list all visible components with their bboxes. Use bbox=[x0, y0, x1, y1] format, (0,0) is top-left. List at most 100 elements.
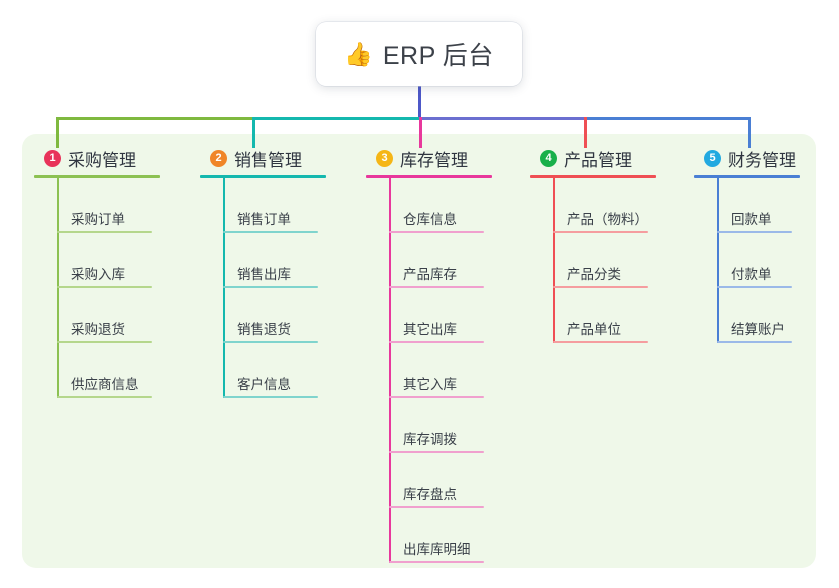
branch-title: 产品管理 bbox=[564, 150, 632, 170]
root-node-label: ERP 后台 bbox=[382, 42, 494, 70]
branch-item-rule bbox=[57, 286, 152, 288]
branch-item-list: 采购订单采购入库采购退货供应商信息 bbox=[34, 178, 184, 398]
branch-number-badge: 5 bbox=[704, 149, 721, 167]
branch-item-list: 产品（物料） 产品分类产品单位 bbox=[530, 178, 680, 343]
branch-item-label: 销售订单 bbox=[237, 212, 291, 227]
branch-column-1: 1 采购管理采购订单采购入库采购退货供应商信息 bbox=[34, 146, 184, 398]
branch-header-5[interactable]: 5 财务管理 bbox=[694, 146, 824, 170]
branch-column-3: 3 库存管理仓库信息产品库存其它出库其它入库库存调拨库存盘点出库库明细 bbox=[366, 146, 516, 563]
branch-item[interactable]: 采购入库 bbox=[34, 233, 184, 288]
branch-item-rule bbox=[553, 341, 648, 343]
branch-item-label: 产品分类 bbox=[567, 267, 621, 282]
branch-spine bbox=[223, 178, 225, 398]
branch-item-label: 库存调拨 bbox=[403, 432, 457, 447]
branch-header-rule bbox=[366, 175, 492, 178]
branch-number-badge: 3 bbox=[376, 149, 393, 167]
thumbs-up-icon: 👍 bbox=[344, 40, 373, 67]
branch-item-rule bbox=[717, 286, 792, 288]
branch-item-rule bbox=[389, 451, 484, 453]
branch-spine bbox=[57, 178, 59, 398]
branch-item[interactable]: 回款单 bbox=[694, 178, 824, 233]
branch-title: 采购管理 bbox=[68, 150, 136, 170]
branch-item-label: 产品（物料） bbox=[567, 212, 648, 227]
branch-item-list: 销售订单销售出库销售退货客户信息 bbox=[200, 178, 350, 398]
branch-item-rule bbox=[223, 341, 318, 343]
branch-item-rule bbox=[389, 341, 484, 343]
branch-item-label: 采购入库 bbox=[71, 267, 125, 282]
branch-column-2: 2 销售管理销售订单销售出库销售退货客户信息 bbox=[200, 146, 350, 398]
branch-item-list: 回款单付款单结算账户 bbox=[694, 178, 824, 343]
branch-item-label: 其它入库 bbox=[403, 377, 457, 392]
branch-item[interactable]: 供应商信息 bbox=[34, 343, 184, 398]
root-node[interactable]: 👍 ERP 后台 bbox=[316, 22, 522, 86]
branch-item-label: 采购订单 bbox=[71, 212, 125, 227]
branch-item[interactable]: 付款单 bbox=[694, 233, 824, 288]
branch-header-rule bbox=[34, 175, 160, 178]
branch-item-label: 付款单 bbox=[731, 267, 772, 282]
branch-item-list: 仓库信息产品库存其它出库其它入库库存调拨库存盘点出库库明细 bbox=[366, 178, 516, 563]
branch-spine bbox=[717, 178, 719, 343]
branch-number-badge: 2 bbox=[210, 149, 227, 167]
branch-item[interactable]: 库存调拨 bbox=[366, 398, 516, 453]
branch-item-label: 销售出库 bbox=[237, 267, 291, 282]
branch-item[interactable]: 产品分类 bbox=[530, 233, 680, 288]
branch-item-rule bbox=[57, 231, 152, 233]
branch-title: 库存管理 bbox=[400, 150, 468, 170]
branch-item-label: 采购退货 bbox=[71, 322, 125, 337]
branch-column-5: 5 财务管理回款单付款单结算账户 bbox=[694, 146, 824, 343]
branch-item-rule bbox=[553, 286, 648, 288]
branch-item[interactable]: 客户信息 bbox=[200, 343, 350, 398]
branch-item-label: 回款单 bbox=[731, 212, 772, 227]
branch-item-rule bbox=[389, 231, 484, 233]
branch-item[interactable]: 产品（物料） bbox=[530, 178, 680, 233]
branch-item-rule bbox=[57, 341, 152, 343]
branch-header-1[interactable]: 1 采购管理 bbox=[34, 146, 184, 170]
branch-item-rule bbox=[57, 396, 152, 398]
branch-item[interactable]: 产品库存 bbox=[366, 233, 516, 288]
branch-item-rule bbox=[717, 341, 792, 343]
branch-item-rule bbox=[389, 506, 484, 508]
branch-item-label: 产品库存 bbox=[403, 267, 457, 282]
branch-item-label: 销售退货 bbox=[237, 322, 291, 337]
branch-title: 销售管理 bbox=[234, 150, 302, 170]
branch-title: 财务管理 bbox=[728, 150, 796, 170]
branch-header-3[interactable]: 3 库存管理 bbox=[366, 146, 516, 170]
branch-header-2[interactable]: 2 销售管理 bbox=[200, 146, 350, 170]
branch-item-rule bbox=[223, 231, 318, 233]
branch-item-label: 产品单位 bbox=[567, 322, 621, 337]
branch-item-rule bbox=[389, 286, 484, 288]
branch-number-badge: 1 bbox=[44, 149, 61, 167]
branch-item[interactable]: 销售退货 bbox=[200, 288, 350, 343]
branch-item[interactable]: 销售出库 bbox=[200, 233, 350, 288]
branch-item-label: 库存盘点 bbox=[403, 487, 457, 502]
branch-item[interactable]: 结算账户 bbox=[694, 288, 824, 343]
branch-item-rule bbox=[389, 396, 484, 398]
branch-item[interactable]: 库存盘点 bbox=[366, 453, 516, 508]
branch-item-label: 其它出库 bbox=[403, 322, 457, 337]
branch-item[interactable]: 其它入库 bbox=[366, 343, 516, 398]
branch-item-label: 仓库信息 bbox=[403, 212, 457, 227]
branch-item[interactable]: 出库库明细 bbox=[366, 508, 516, 563]
branch-item[interactable]: 其它出库 bbox=[366, 288, 516, 343]
branch-item[interactable]: 采购退货 bbox=[34, 288, 184, 343]
branch-item[interactable]: 仓库信息 bbox=[366, 178, 516, 233]
branch-item[interactable]: 销售订单 bbox=[200, 178, 350, 233]
branch-spine bbox=[553, 178, 555, 343]
branch-number-badge: 4 bbox=[540, 149, 557, 167]
branch-item[interactable]: 采购订单 bbox=[34, 178, 184, 233]
branch-header-rule bbox=[200, 175, 326, 178]
branch-item-label: 供应商信息 bbox=[71, 377, 139, 392]
branch-item-label: 客户信息 bbox=[237, 377, 291, 392]
branch-item-rule bbox=[553, 231, 648, 233]
branch-column-4: 4 产品管理产品（物料） 产品分类产品单位 bbox=[530, 146, 680, 343]
branch-header-rule bbox=[530, 175, 656, 178]
branch-spine bbox=[389, 178, 391, 563]
branch-item-label: 结算账户 bbox=[731, 322, 785, 337]
branch-item-label: 出库库明细 bbox=[403, 542, 471, 557]
branch-item-rule bbox=[223, 396, 318, 398]
branch-header-4[interactable]: 4 产品管理 bbox=[530, 146, 680, 170]
branch-item[interactable]: 产品单位 bbox=[530, 288, 680, 343]
branch-item-rule bbox=[223, 286, 318, 288]
